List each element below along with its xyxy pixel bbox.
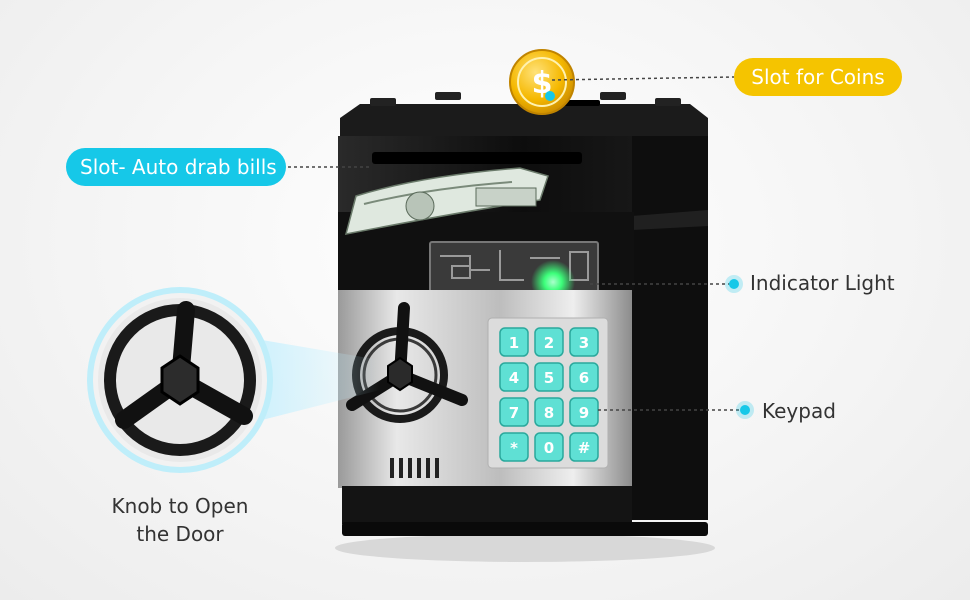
knob-zoom-circle: [87, 287, 273, 473]
coin-slot-callout: Slot for Coins: [734, 58, 902, 96]
keypad-key: 6: [569, 362, 599, 392]
knob-callout-line2: the Door: [136, 522, 224, 546]
dollar-coin-icon: $: [509, 49, 575, 115]
keypad-key-label: 9: [579, 404, 589, 422]
keypad-key: 1: [499, 327, 529, 357]
keypad-key-label: 7: [509, 404, 519, 422]
keypad-key-label: 0: [544, 439, 554, 457]
keypad-key-label: *: [510, 439, 518, 457]
knob-callout-line1: Knob to Open: [111, 494, 249, 518]
keypad-key: *: [499, 432, 529, 462]
keypad-key: 4: [499, 362, 529, 392]
keypad-marker: [740, 405, 750, 415]
keypad-key: 0: [534, 432, 564, 462]
bills-slot-callout: Slot- Auto drab bills: [66, 148, 286, 186]
banknote-icon: [344, 167, 549, 235]
keypad-key: 5: [534, 362, 564, 392]
keypad-key-label: 8: [544, 404, 554, 422]
keypad-key: #: [569, 432, 599, 462]
keypad-callout: Keypad: [762, 399, 836, 423]
keypad-key: 7: [499, 397, 529, 427]
keypad-key-label: 6: [579, 369, 589, 387]
keypad-key: 8: [534, 397, 564, 427]
indicator-light-marker: [729, 279, 739, 289]
keypad-key-label: 5: [544, 369, 554, 387]
keypad-key-label: 2: [544, 334, 554, 352]
keypad-key: 3: [569, 327, 599, 357]
keypad-key-label: #: [578, 439, 591, 457]
keypad-key: 9: [569, 397, 599, 427]
knob-callout: Knob to Open the Door: [100, 492, 260, 548]
keypad-key: 2: [534, 327, 564, 357]
keypad-key-label: 1: [509, 334, 519, 352]
keypad: 1 2 3 4 5 6 7 8 9 * 0 #: [499, 327, 599, 462]
indicator-light-callout: Indicator Light: [750, 271, 895, 295]
keypad-key-label: 3: [579, 334, 589, 352]
keypad-key-label: 4: [509, 369, 519, 387]
